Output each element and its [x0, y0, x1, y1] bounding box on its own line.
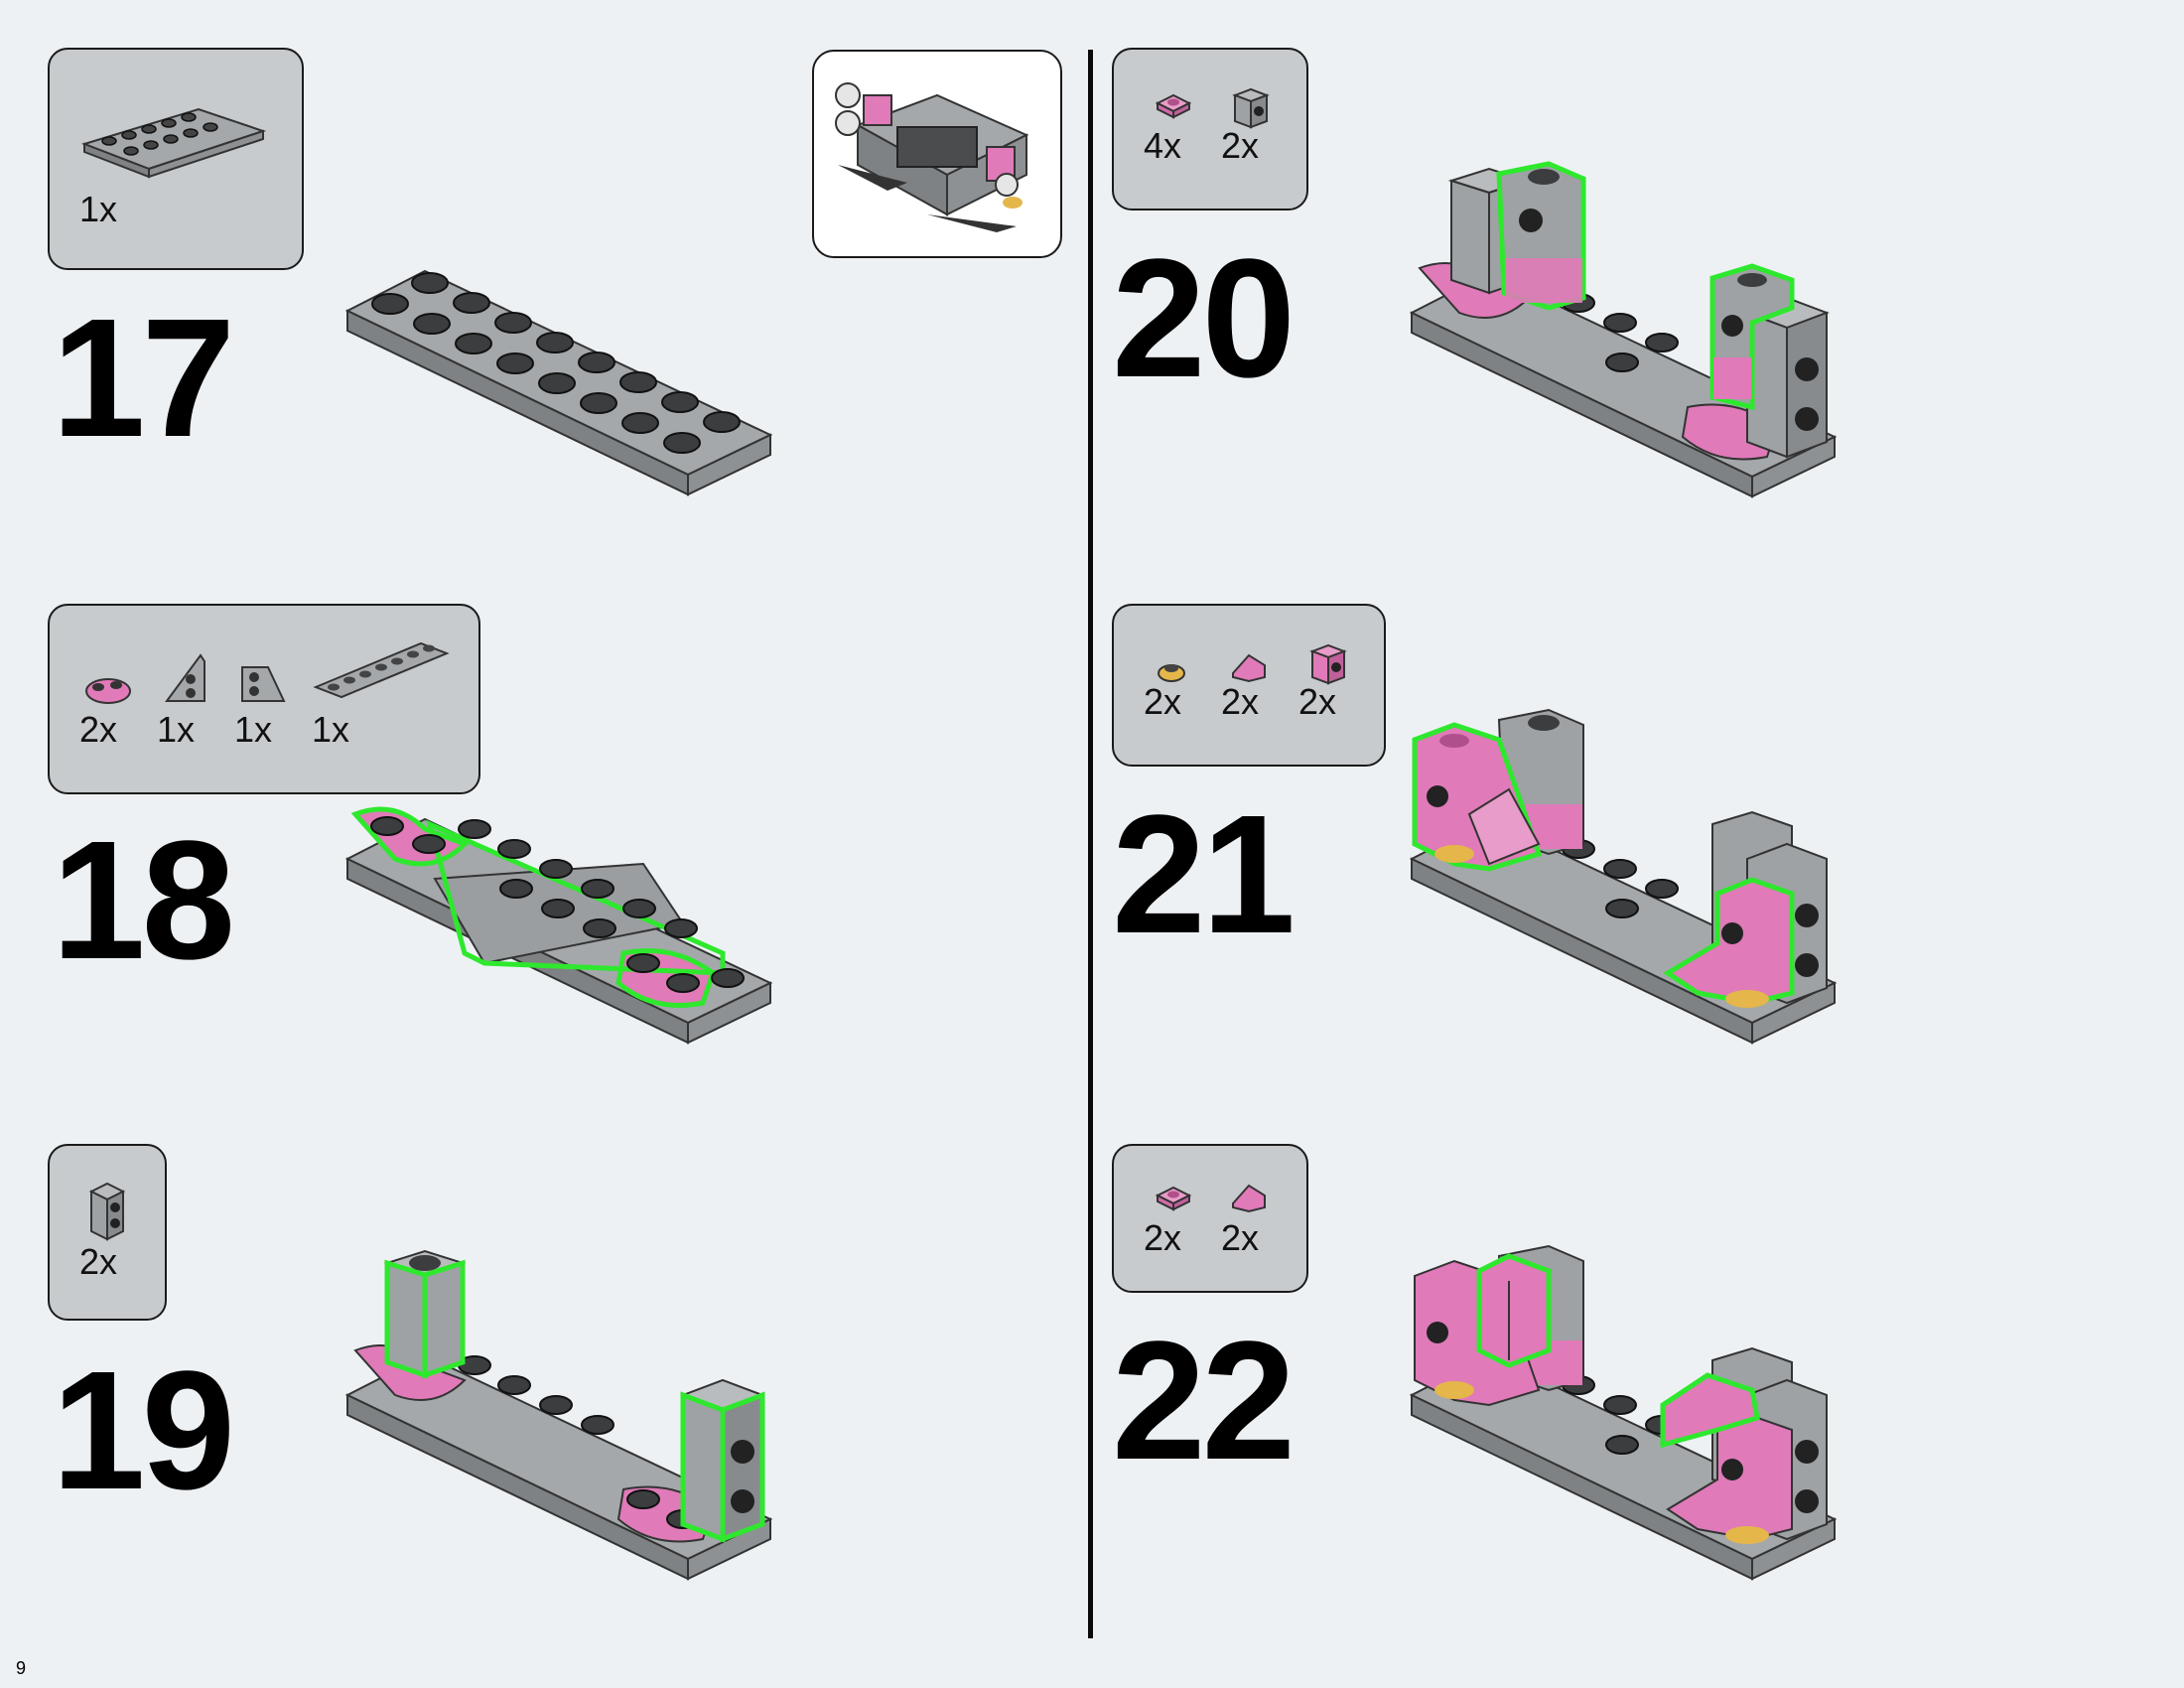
part-quantity: 1x	[79, 189, 118, 229]
part-quantity: 2x	[1298, 681, 1337, 722]
part-quantity: 2x	[1144, 1217, 1182, 1258]
pink-plate-1x1-icon	[1155, 1186, 1192, 1211]
page-number: 9	[16, 1658, 27, 1678]
step-21-assembly	[1410, 708, 1838, 1045]
pink-plate-1x1-icon	[1155, 93, 1192, 119]
step-19-assembly	[345, 1249, 773, 1581]
part-quantity: 2x	[1221, 125, 1260, 166]
gold-round-plate-icon	[1158, 664, 1185, 682]
wedge-plate-icon	[241, 666, 286, 702]
part-quantity: 1x	[312, 709, 350, 750]
step-number: 20	[1112, 224, 1296, 413]
part-quantity: 2x	[1221, 1217, 1260, 1258]
part-quantity: 2x	[79, 1241, 118, 1282]
part-quantity: 4x	[1144, 125, 1182, 166]
step-22-parts-box: 2x 2x	[1112, 1144, 1308, 1293]
column-divider	[1088, 50, 1093, 1638]
wedge-plate-icon	[165, 653, 205, 702]
step-17-assembly	[345, 269, 773, 496]
part-quantity: 1x	[157, 709, 196, 750]
step-21-parts-box: 2x 2x 2x	[1112, 604, 1386, 767]
completed-model-preview	[835, 82, 1029, 232]
step-19-parts-box: 2x	[48, 1144, 167, 1321]
gray-brick-1x1x2-icon	[88, 1182, 126, 1241]
step-22-assembly	[1410, 1244, 1838, 1581]
step-20-assembly	[1410, 161, 1838, 498]
part-quantity: 2x	[1144, 681, 1182, 722]
pink-plate-1x2-rounded-icon	[85, 678, 131, 704]
step-number: 21	[1112, 780, 1296, 969]
pink-brick-1x1-side-stud-icon	[1309, 643, 1347, 685]
part-quantity: 1x	[234, 709, 273, 750]
gray-plate-1x8-icon	[313, 641, 450, 699]
step-17-parts-box: 1x	[48, 48, 304, 270]
step-number: 22	[1112, 1307, 1296, 1495]
step-18-assembly	[345, 806, 773, 1045]
part-quantity: 2x	[79, 709, 118, 750]
step-18-parts-box: 2x 1x 1x 1x	[48, 604, 480, 794]
step-number: 18	[52, 806, 235, 995]
model-preview-box	[812, 50, 1062, 258]
step-number: 17	[52, 284, 235, 473]
long-plate-2x10-icon	[80, 107, 267, 179]
step-20-parts-box: 4x 2x	[1112, 48, 1308, 211]
part-quantity: 2x	[1221, 681, 1260, 722]
pink-slope-icon	[1232, 653, 1266, 683]
pink-slope-icon	[1232, 1184, 1266, 1213]
gray-brick-1x1-side-stud-icon	[1232, 87, 1270, 129]
step-number: 19	[52, 1336, 235, 1525]
